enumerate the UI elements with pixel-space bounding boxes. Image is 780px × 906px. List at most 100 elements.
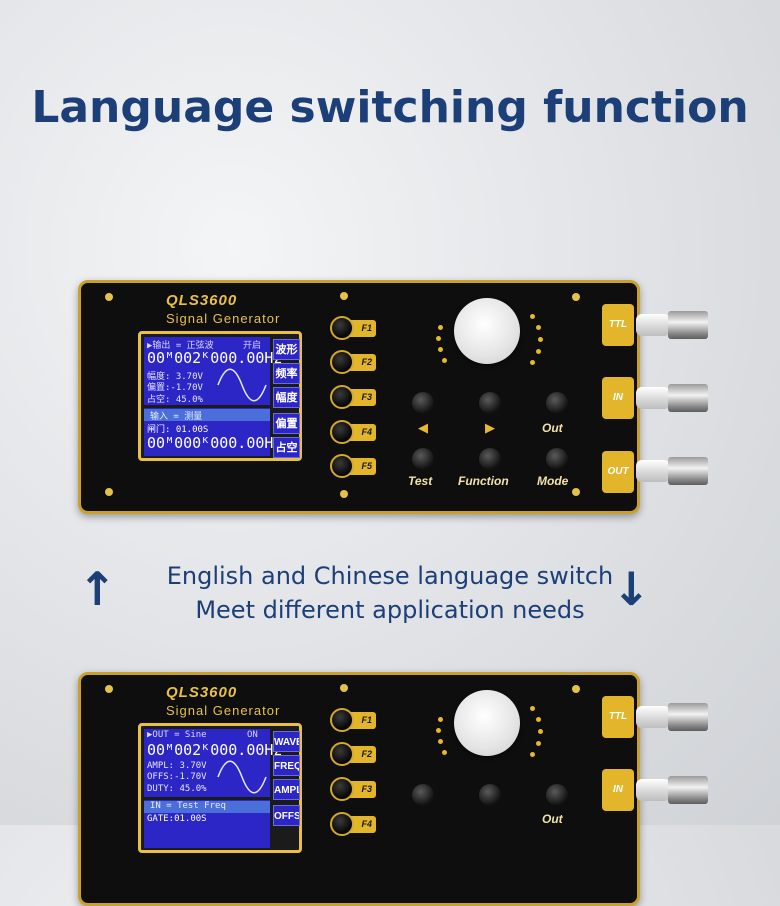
sine-wave-icon — [217, 368, 267, 402]
softkey-label: 偏置 — [273, 413, 300, 434]
output-status: ON — [247, 730, 258, 740]
brand-subtitle: Signal Generator — [166, 311, 281, 326]
screw — [572, 685, 580, 693]
left-button[interactable] — [412, 784, 434, 806]
knob-indicator-dot — [436, 728, 441, 733]
softkey-label: FREQ — [273, 755, 300, 776]
screw — [340, 684, 348, 692]
signal-generator-chinese: QLS3600 Signal Generator ▶输出 = 正弦波 开启 00… — [78, 280, 708, 514]
out-label: Out — [542, 421, 563, 435]
knob-indicator-dot — [530, 360, 535, 365]
bnc-connector-in — [636, 776, 708, 804]
rotary-knob[interactable] — [454, 690, 520, 756]
output-line: ▶OUT = Sine ON — [147, 730, 258, 740]
knob-indicator-dot — [438, 739, 443, 744]
out-button[interactable] — [546, 784, 568, 806]
function-button[interactable] — [479, 448, 501, 470]
function-label: Function — [458, 474, 509, 488]
softkey-label: AMPL — [273, 779, 300, 800]
offset-readout: 偏置:-1.70V — [147, 383, 203, 393]
right-button[interactable] — [479, 784, 501, 806]
knob-indicator-dot — [536, 349, 541, 354]
brand-model: QLS3600 — [166, 684, 238, 701]
port-label-in: IN — [602, 377, 634, 419]
softkey-label: 波形 — [273, 339, 300, 360]
port-label-ttl: TTL — [602, 304, 634, 346]
f4-key[interactable]: F4 — [330, 812, 376, 836]
screw — [340, 292, 348, 300]
rotary-knob[interactable] — [454, 298, 520, 364]
amplitude-readout: 幅度: 3.70V — [147, 372, 203, 382]
f5-key[interactable]: F5 — [330, 454, 376, 478]
knob-indicator-dot — [538, 729, 543, 734]
knob-indicator-dot — [536, 717, 541, 722]
mode-button[interactable] — [546, 448, 568, 470]
screw — [105, 685, 113, 693]
output-frequency: 00ᴹ002ᴷ000.00Hz — [147, 741, 283, 759]
caption-line-2: Meet different application needs — [195, 596, 585, 624]
knob-indicator-dot — [438, 347, 443, 352]
output-frequency: 00ᴹ002ᴷ000.00Hz — [147, 349, 283, 367]
knob-indicator-dot — [536, 741, 541, 746]
f2-key[interactable]: F2 — [330, 350, 376, 374]
input-header: 输入 = 测量 — [144, 409, 270, 422]
softkey-label: 频率 — [273, 363, 300, 384]
lcd-screen: ▶输出 = 正弦波 开启 00ᴹ002ᴷ000.00Hz 幅度: 3.70V 偏… — [138, 331, 302, 461]
out-label: Out — [542, 812, 563, 826]
arrow-up-icon: ↑ — [78, 562, 117, 616]
screw — [105, 293, 113, 301]
gate-readout: 闸门: 01.00S — [147, 425, 209, 435]
screw — [572, 488, 580, 496]
screw — [340, 490, 348, 498]
knob-indicator-dot — [442, 358, 447, 363]
duty-readout: 占空: 45.0% — [147, 395, 203, 405]
screw — [105, 488, 113, 496]
caption-line-1: English and Chinese language switch — [166, 562, 614, 590]
softkey-label: 占空 — [273, 437, 300, 458]
f2-key[interactable]: F2 — [330, 742, 376, 766]
knob-indicator-dot — [436, 336, 441, 341]
gate-readout: GATE:01.00S — [147, 814, 207, 824]
brand-model: QLS3600 — [166, 292, 238, 309]
port-label-ttl: TTL — [602, 696, 634, 738]
f4-key[interactable]: F4 — [330, 420, 376, 444]
softkey-label: WAVE — [273, 731, 300, 752]
output-display: ▶OUT = Sine ON 00ᴹ002ᴷ000.00Hz AMPL: 3.7… — [144, 729, 282, 797]
input-display: IN = Test Freq GATE:01.00S — [144, 800, 270, 848]
right-button[interactable] — [479, 392, 501, 414]
test-button[interactable] — [412, 448, 434, 470]
f1-key[interactable]: F1 — [330, 708, 376, 732]
softkey-label: OFFS — [273, 805, 300, 826]
knob-indicator-dot — [530, 706, 535, 711]
screw — [572, 293, 580, 301]
output-status: 开启 — [243, 341, 262, 351]
knob-indicator-dot — [442, 750, 447, 755]
lcd-screen: ▶OUT = Sine ON 00ᴹ002ᴷ000.00Hz AMPL: 3.7… — [138, 723, 302, 853]
out-button[interactable] — [546, 392, 568, 414]
test-label: Test — [408, 474, 433, 488]
left-button[interactable] — [412, 392, 434, 414]
triangle-right-icon: ▶ — [485, 420, 495, 435]
f1-key[interactable]: F1 — [330, 316, 376, 340]
f3-key[interactable]: F3 — [330, 385, 376, 409]
measured-frequency: 00ᴹ000ᴷ000.00Hz — [147, 434, 283, 452]
port-label-in: IN — [602, 769, 634, 811]
knob-indicator-dot — [538, 337, 543, 342]
sine-wave-icon — [217, 760, 267, 794]
f3-key[interactable]: F3 — [330, 777, 376, 801]
knob-indicator-dot — [438, 717, 443, 722]
port-label-out: OUT — [602, 451, 634, 493]
knob-indicator-dot — [536, 325, 541, 330]
knob-indicator-dot — [438, 325, 443, 330]
headline: Language switching function — [31, 82, 749, 133]
output-line: ▶输出 = 正弦波 开启 — [147, 338, 261, 351]
knob-indicator-dot — [530, 314, 535, 319]
triangle-left-icon: ◀ — [418, 420, 428, 435]
bnc-connector-out — [636, 457, 708, 485]
duty-readout: DUTY: 45.0% — [147, 784, 207, 794]
output-display: ▶输出 = 正弦波 开启 00ᴹ002ᴷ000.00Hz 幅度: 3.70V 偏… — [144, 337, 282, 405]
brand-subtitle: Signal Generator — [166, 703, 281, 718]
bnc-connector-in — [636, 384, 708, 412]
knob-indicator-dot — [530, 752, 535, 757]
arrow-down-icon: ↓ — [612, 562, 651, 616]
